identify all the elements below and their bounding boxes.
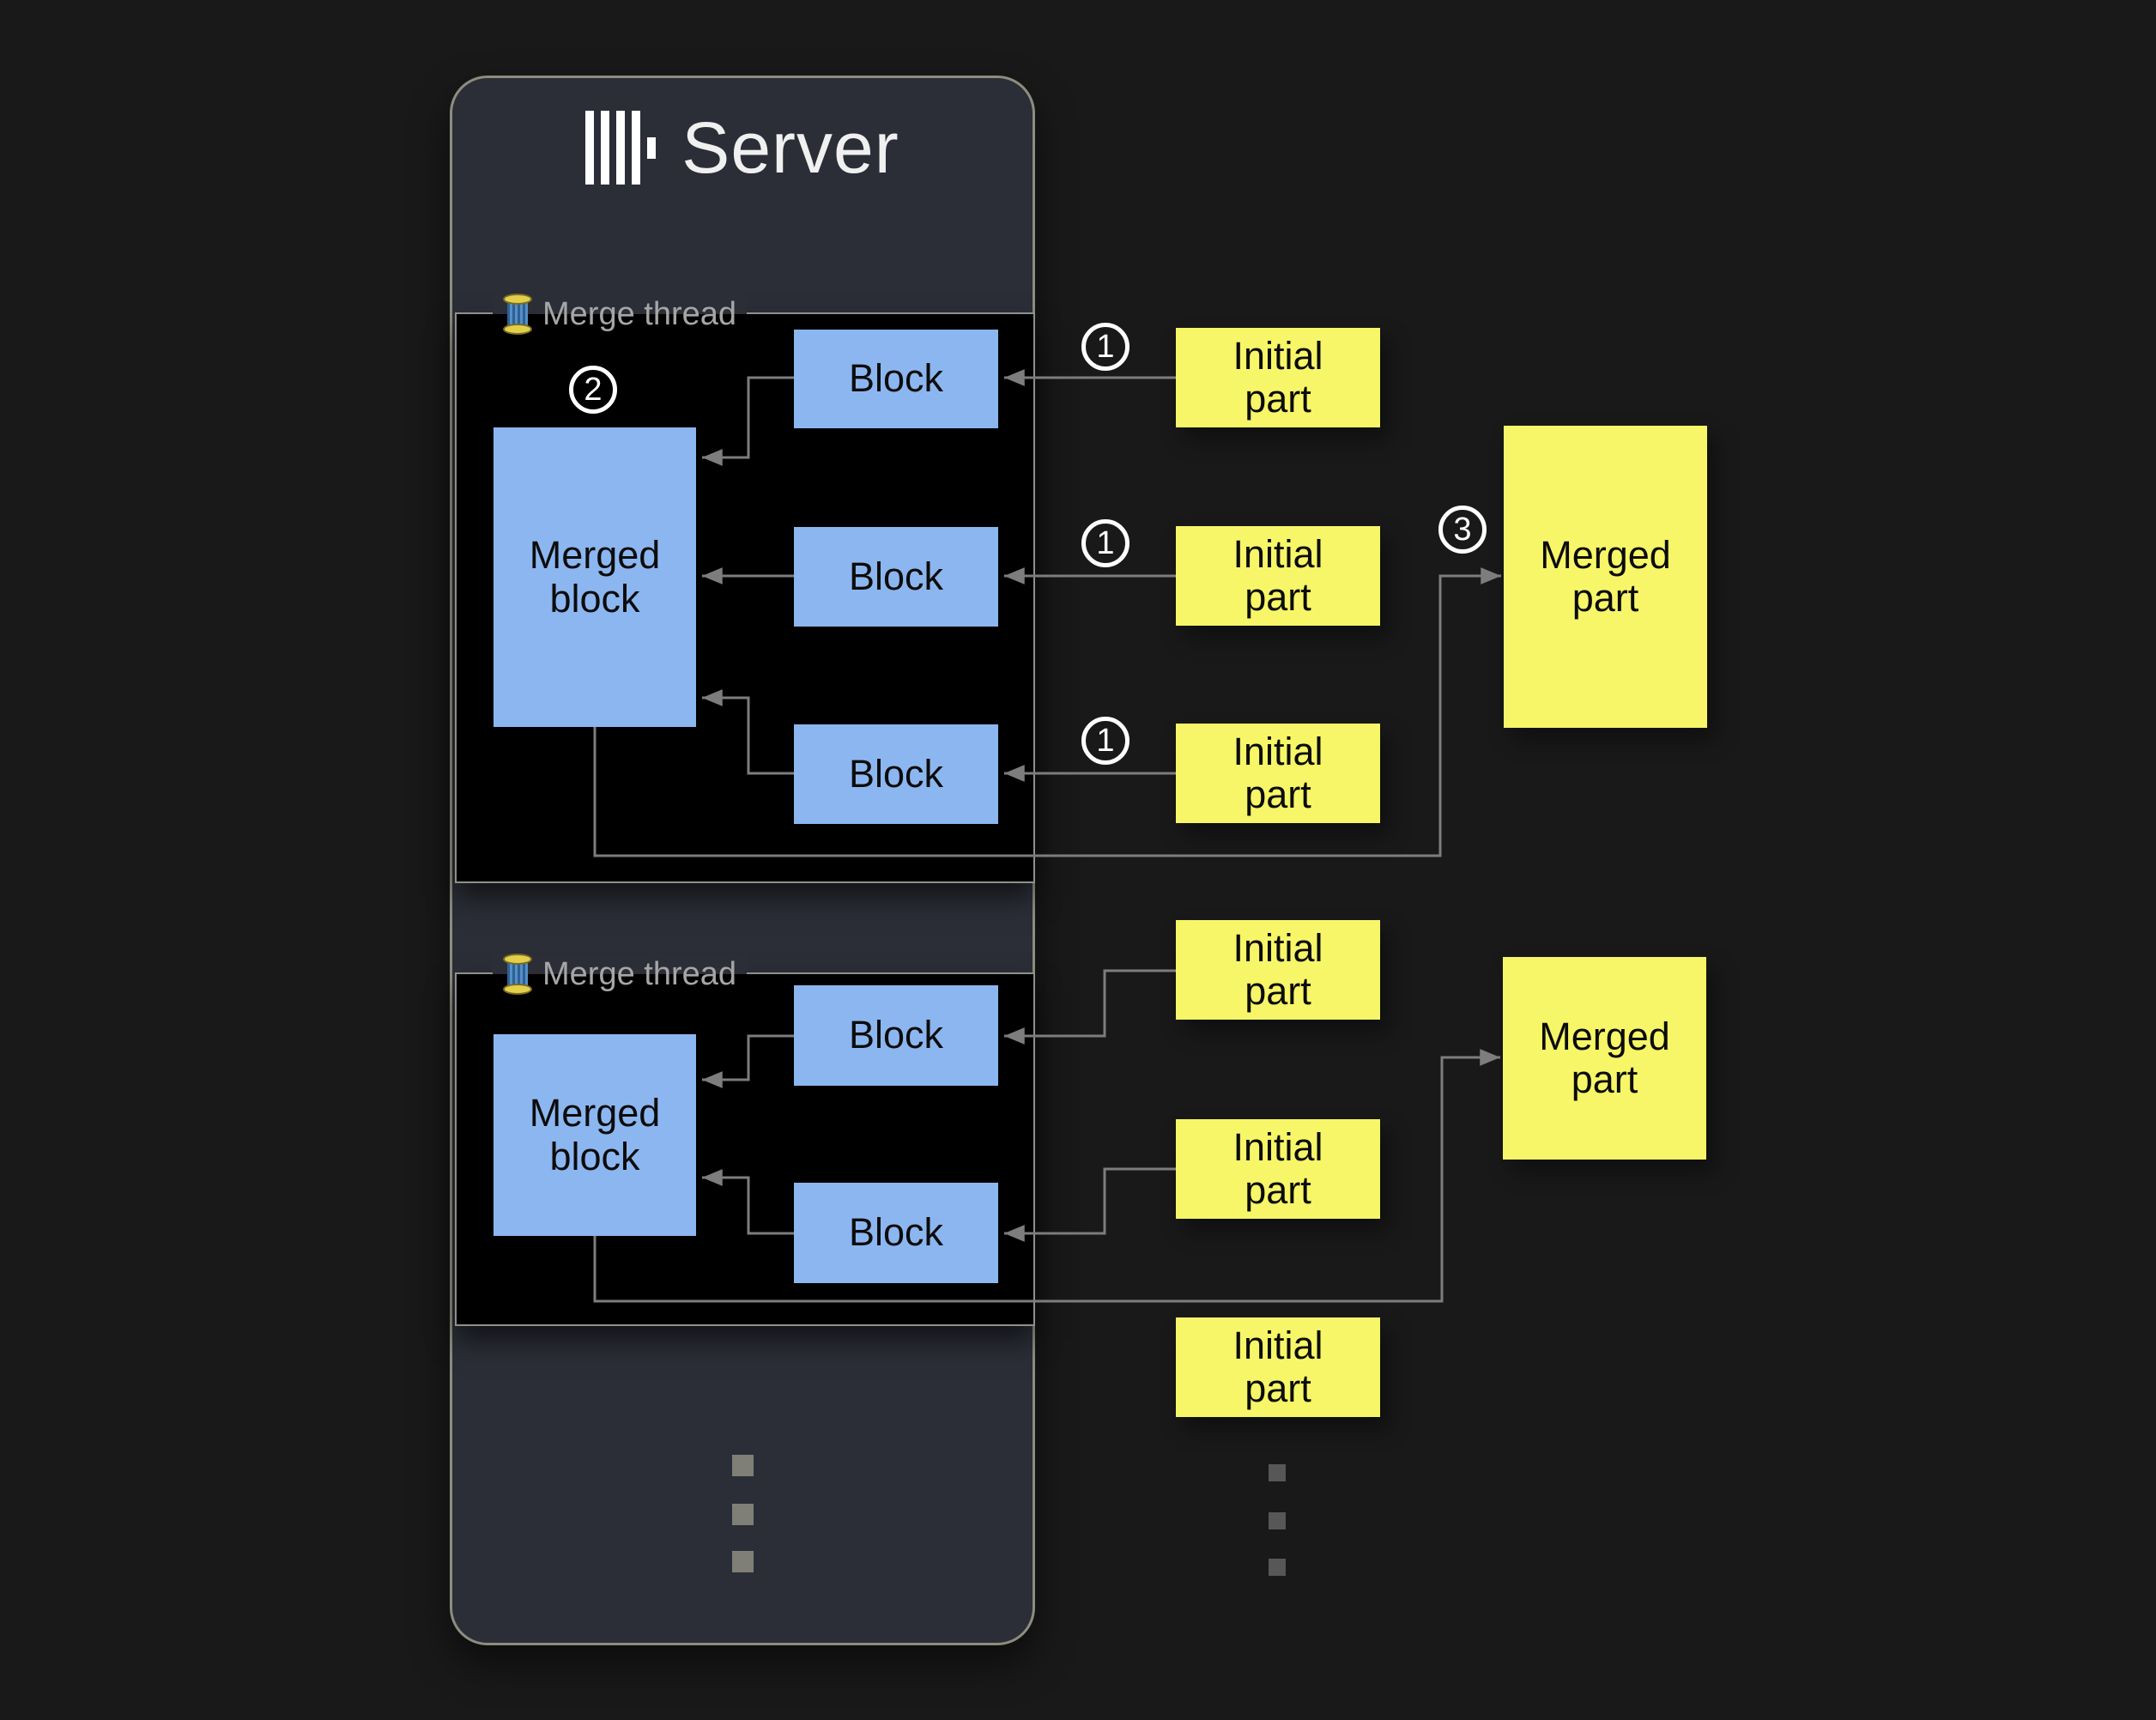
clickhouse-logo-icon (585, 111, 657, 185)
merge-thread-label: Merge thread (542, 295, 737, 332)
initial-part-2: Initial part (1176, 526, 1380, 626)
server-header: Server (450, 110, 1035, 185)
initial-part-1: Initial part (1176, 328, 1380, 427)
step-badge-1b: 1 (1081, 519, 1129, 567)
step-badge-3: 3 (1438, 506, 1487, 554)
thread-spool-icon (503, 294, 532, 335)
merged-part-2: Merged part (1503, 957, 1706, 1160)
merged-block-2: Merged block (494, 1034, 696, 1236)
block-4: Block (794, 985, 998, 1086)
block-3: Block (794, 724, 998, 824)
initial-part-3: Initial part (1176, 724, 1380, 823)
merge-thread-legend-2: Merge thread (493, 954, 748, 995)
step-badge-1c: 1 (1081, 717, 1129, 765)
block-2: Block (794, 527, 998, 627)
thread-spool-icon (503, 954, 532, 995)
step-badge-2: 2 (569, 366, 617, 414)
step-badge-1a: 1 (1081, 323, 1129, 371)
merge-thread-legend-1: Merge thread (493, 294, 748, 335)
block-5: Block (794, 1183, 998, 1283)
merged-part-1: Merged part (1504, 426, 1707, 728)
initial-part-6: Initial part (1176, 1317, 1380, 1417)
block-1: Block (794, 330, 998, 428)
merge-thread-label: Merge thread (542, 955, 737, 992)
initial-part-4: Initial part (1176, 920, 1380, 1020)
merged-block-1: Merged block (494, 427, 696, 727)
server-title: Server (681, 107, 899, 188)
initial-part-5: Initial part (1176, 1119, 1380, 1219)
